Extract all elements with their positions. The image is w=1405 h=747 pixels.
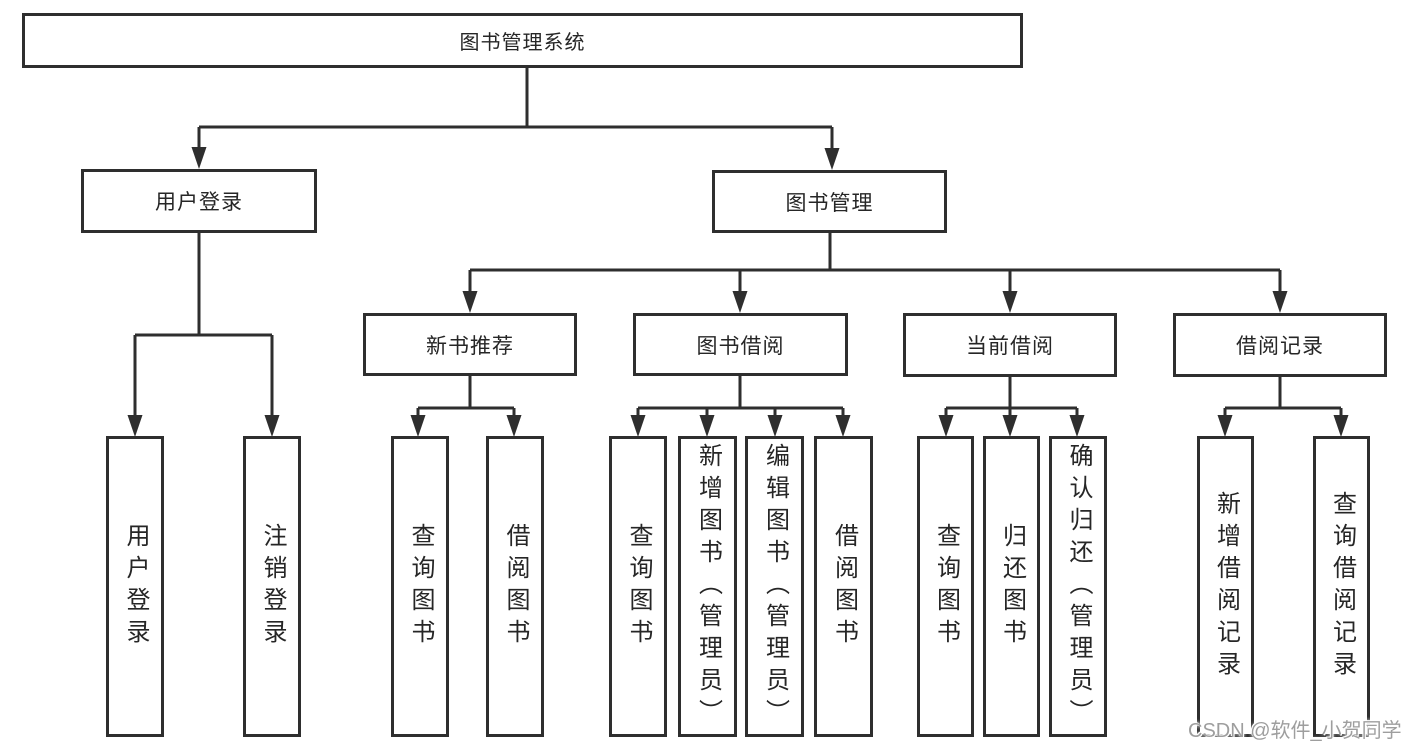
arrowhead-icon (732, 291, 748, 313)
arrowhead-icon (630, 415, 646, 437)
node-label: 编辑图书（管理员） (761, 442, 789, 731)
node-label: 确认归还（管理员） (1065, 442, 1092, 731)
arrowhead-icon (1272, 291, 1288, 313)
node-book-borrowing: 图书借阅 (633, 313, 848, 376)
node-user-login: 用户登录 (81, 169, 317, 233)
node-label: 注销登录 (259, 522, 286, 651)
arrowhead-icon (938, 415, 954, 437)
node-edit-books-admin: 编辑图书（管理员） (745, 436, 804, 737)
node-query-books-borrowing: 查询图书 (609, 436, 667, 737)
arrowhead-icon (699, 415, 715, 437)
arrowhead-icon (835, 415, 851, 437)
node-label: 查询图书 (932, 522, 960, 651)
arrowhead-icon (1333, 415, 1349, 437)
node-book-management: 图书管理 (712, 170, 947, 233)
node-label: 图书借阅 (696, 334, 785, 358)
node-borrow-books-borrowing: 借阅图书 (814, 436, 873, 737)
node-borrowing-records: 借阅记录 (1173, 313, 1387, 377)
node-label: 图书管理系统 (459, 32, 586, 54)
node-new-book-recommendation: 新书推荐 (363, 313, 577, 376)
arrowhead-icon (410, 415, 426, 437)
node-label: 借阅图书 (830, 522, 858, 651)
node-label: 新增借阅记录 (1212, 490, 1240, 683)
arrowhead-icon (506, 415, 522, 437)
arrowhead-icon (1217, 415, 1233, 437)
node-label: 用户登录 (122, 522, 149, 651)
arrowhead-icon (1002, 415, 1018, 437)
arrowhead-icon (127, 415, 143, 437)
node-label: 新书推荐 (426, 334, 514, 358)
node-confirm-return-admin: 确认归还（管理员） (1049, 436, 1107, 737)
arrowhead-icon (824, 148, 840, 170)
node-return-books: 归还图书 (983, 436, 1040, 737)
node-user-login-action: 用户登录 (106, 436, 164, 737)
node-add-borrow-record: 新增借阅记录 (1197, 436, 1254, 737)
node-label: 当前借阅 (966, 335, 1054, 358)
node-add-books-admin: 新增图书（管理员） (678, 436, 737, 737)
node-borrow-books-recommend: 借阅图书 (486, 436, 544, 737)
arrowhead-icon (462, 291, 478, 313)
node-label: 新增图书（管理员） (694, 442, 722, 731)
arrowhead-icon (264, 415, 280, 437)
node-label: 查询图书 (625, 522, 652, 651)
node-query-books-current: 查询图书 (917, 436, 974, 737)
node-label: 借阅记录 (1236, 335, 1324, 358)
node-current-borrowing: 当前借阅 (903, 313, 1117, 377)
connector-lines (133, 68, 1343, 420)
node-label: 图书管理 (785, 191, 874, 215)
node-logout-action: 注销登录 (243, 436, 301, 737)
node-query-books-recommend: 查询图书 (391, 436, 449, 737)
node-label: 查询图书 (407, 522, 434, 651)
arrowhead-icon (1002, 291, 1018, 313)
node-label: 用户登录 (155, 191, 243, 214)
node-label: 借阅图书 (502, 522, 529, 651)
arrowhead-icon (1069, 415, 1085, 437)
node-label: 查询借阅记录 (1328, 490, 1356, 683)
arrowhead-icon (767, 415, 783, 437)
connector-arrowheads (127, 147, 1349, 437)
arrowhead-icon (191, 147, 207, 169)
node-label: 归还图书 (998, 522, 1026, 651)
csdn-watermark: CSDN @软件_小贺同学 (1188, 720, 1402, 742)
node-library-management-system: 图书管理系统 (22, 13, 1023, 68)
node-query-borrow-record: 查询借阅记录 (1313, 436, 1370, 737)
